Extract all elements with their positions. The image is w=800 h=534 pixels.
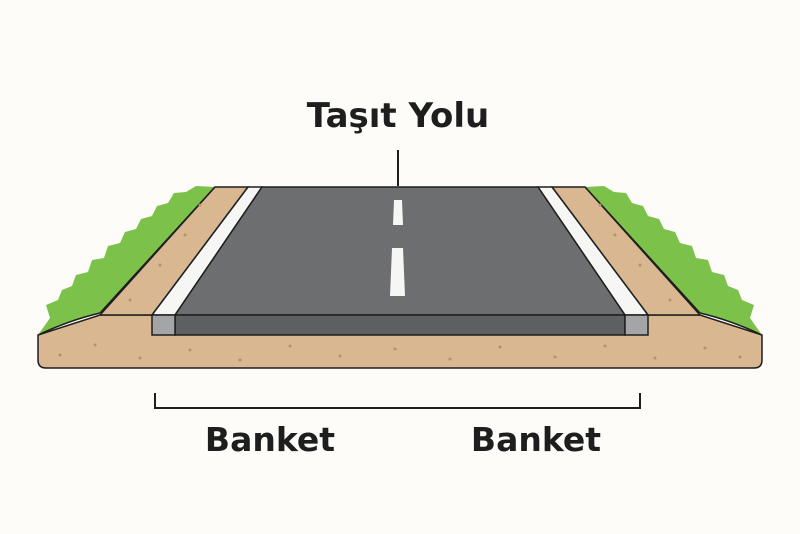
center-dash — [390, 248, 405, 296]
soil-speckles — [58, 203, 742, 362]
center-dash — [393, 200, 403, 225]
width-bracket — [154, 393, 641, 409]
title-label: Taşıt Yolu — [307, 96, 489, 136]
right-banket-label: Banket — [471, 420, 601, 459]
right-grass — [585, 186, 762, 335]
road-front-face — [174, 314, 626, 336]
right-curb — [624, 314, 649, 336]
left-banket-label: Banket — [205, 420, 335, 459]
left-curb — [151, 314, 176, 336]
left-grass — [38, 186, 215, 335]
